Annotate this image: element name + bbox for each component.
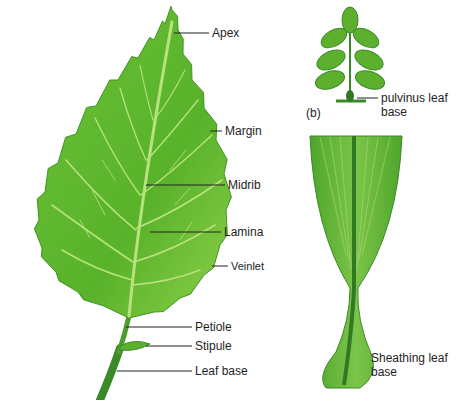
part-label: Leaf base	[195, 364, 248, 378]
sheathing-leaf	[310, 136, 402, 388]
part-label: pulvinus leaf base	[381, 91, 451, 119]
leaf-lamina	[34, 6, 231, 318]
part-label: Margin	[225, 124, 262, 138]
figure-label: (b)	[306, 106, 321, 120]
stem	[100, 348, 120, 400]
part-label: Midrib	[228, 178, 261, 192]
part-label: Stipule	[195, 339, 232, 353]
part-label: Petiole	[195, 320, 232, 334]
part-label: Apex	[212, 26, 239, 40]
compound-leaf	[313, 7, 387, 102]
part-label: Sheathing leaf base	[371, 351, 461, 379]
stipule	[120, 341, 150, 350]
part-label: Veinlet	[231, 259, 264, 273]
part-label: Lamina	[224, 225, 263, 239]
leaf-veins	[52, 22, 222, 316]
